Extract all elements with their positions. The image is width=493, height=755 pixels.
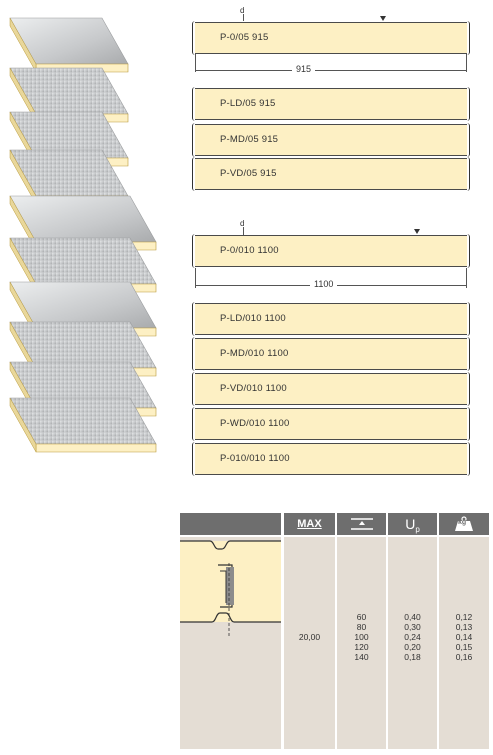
dim-tick-right [466,54,467,72]
profile-label: P-010/010 1100 [220,453,290,464]
thickness-marker-d: d [240,219,245,228]
profile-p-md-05: P-MD/05 915 [192,123,470,157]
max-value: 20,00 [298,632,321,642]
profile-label: P-0/010 1100 [220,245,279,256]
up-value: 0,40 [404,612,421,622]
header-weight-icon: kg [439,513,489,535]
width-dimension-915: 915 [292,64,316,74]
profile-label: P-LD/05 915 [220,98,276,109]
rib-marker-triangle [414,229,420,234]
header-thickness-icon [337,513,386,535]
profile-p-0-010: P-0/010 1100 [192,234,470,268]
up-column: 0,40 0,30 0,24 0,20 0,18 [388,537,437,749]
profile-p-wd-010: P-WD/010 1100 [192,407,470,441]
up-value: 0,20 [404,642,421,652]
header-blank [180,513,281,535]
thickness-value: 100 [354,632,369,642]
thickness-column: 60 80 100 120 140 [337,537,386,749]
panel-foam-side [35,443,157,453]
weight-value: 0,15 [455,642,473,652]
dim-tick-right [466,268,467,288]
profile-p-vd-010: P-VD/010 1100 [192,372,470,406]
profile-p-vd-05: P-VD/05 915 [192,157,470,191]
profile-p-0-05: P-0/05 915 [192,21,470,55]
thickness-value: 140 [354,652,369,662]
up-value: 0,30 [404,622,421,632]
weight-value: 0,16 [455,652,473,662]
panel-foam-edge [9,397,37,453]
thickness-value: 120 [354,642,369,652]
up-subscript: p [415,525,420,535]
dim-tick-left [195,268,196,288]
profile-label: P-MD/010 1100 [220,348,289,359]
profile-p-ld-010: P-LD/010 1100 [192,302,470,336]
rib-marker-triangle [380,16,386,21]
header-up: Up [388,513,437,535]
profile-p-ld-05: P-LD/05 915 [192,87,470,121]
kg-label: kg [458,519,467,526]
weight-value: 0,12 [455,612,473,622]
up-value: 0,18 [404,652,421,662]
dimension-line [195,70,467,71]
profile-label: P-LD/010 1100 [220,313,286,324]
panel-stack-illustration [9,17,157,453]
profile-label: P-0/05 915 [220,32,269,43]
max-label: MAX [297,518,322,530]
profile-p-md-010: P-MD/010 1100 [192,337,470,371]
panel-joint-drawing [180,540,281,637]
thickness-marker-d: d [240,6,245,15]
weight-value: 0,14 [455,632,473,642]
specs-table: MAX Up kg 20,00 60 80 [180,513,489,749]
weight-column: 0,12 0,13 0,14 0,15 0,16 [439,537,489,749]
dim-tick-left [195,54,196,72]
header-max: MAX [284,513,335,535]
up-label: U [405,516,416,532]
thickness-value: 80 [356,622,367,632]
profile-label: P-VD/010 1100 [220,383,287,394]
profile-label: P-VD/05 915 [220,168,277,179]
joint-column [180,537,281,749]
profile-label: P-MD/05 915 [220,134,279,145]
d-arrow [243,227,244,235]
profile-p-010-010: P-010/010 1100 [192,442,470,476]
up-value: 0,24 [404,632,421,642]
thickness-value: 60 [356,612,367,622]
profile-label: P-WD/010 1100 [220,418,290,429]
weight-value: 0,13 [455,622,473,632]
max-column: 20,00 [284,537,335,749]
width-dimension-1100: 1100 [310,279,338,289]
d-arrow [243,14,244,21]
